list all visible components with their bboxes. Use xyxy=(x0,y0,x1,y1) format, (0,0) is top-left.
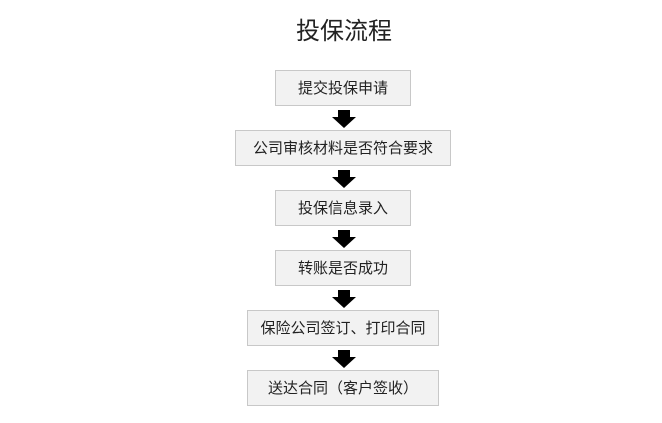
step-enter-information: 投保信息录入 xyxy=(275,190,411,226)
down-arrow-icon xyxy=(332,350,356,368)
step-submit-application: 提交投保申请 xyxy=(275,70,411,106)
step-review-materials: 公司审核材料是否符合要求 xyxy=(235,130,451,166)
down-arrow-icon xyxy=(332,230,356,248)
down-arrow-icon xyxy=(332,110,356,128)
step-sign-print-contract: 保险公司签订、打印合同 xyxy=(247,310,439,346)
down-arrow-icon xyxy=(332,170,356,188)
step-deliver-contract: 送达合同（客户签收） xyxy=(247,370,439,406)
page-title: 投保流程 xyxy=(296,17,392,45)
step-transfer-check: 转账是否成功 xyxy=(275,250,411,286)
down-arrow-icon xyxy=(332,290,356,308)
